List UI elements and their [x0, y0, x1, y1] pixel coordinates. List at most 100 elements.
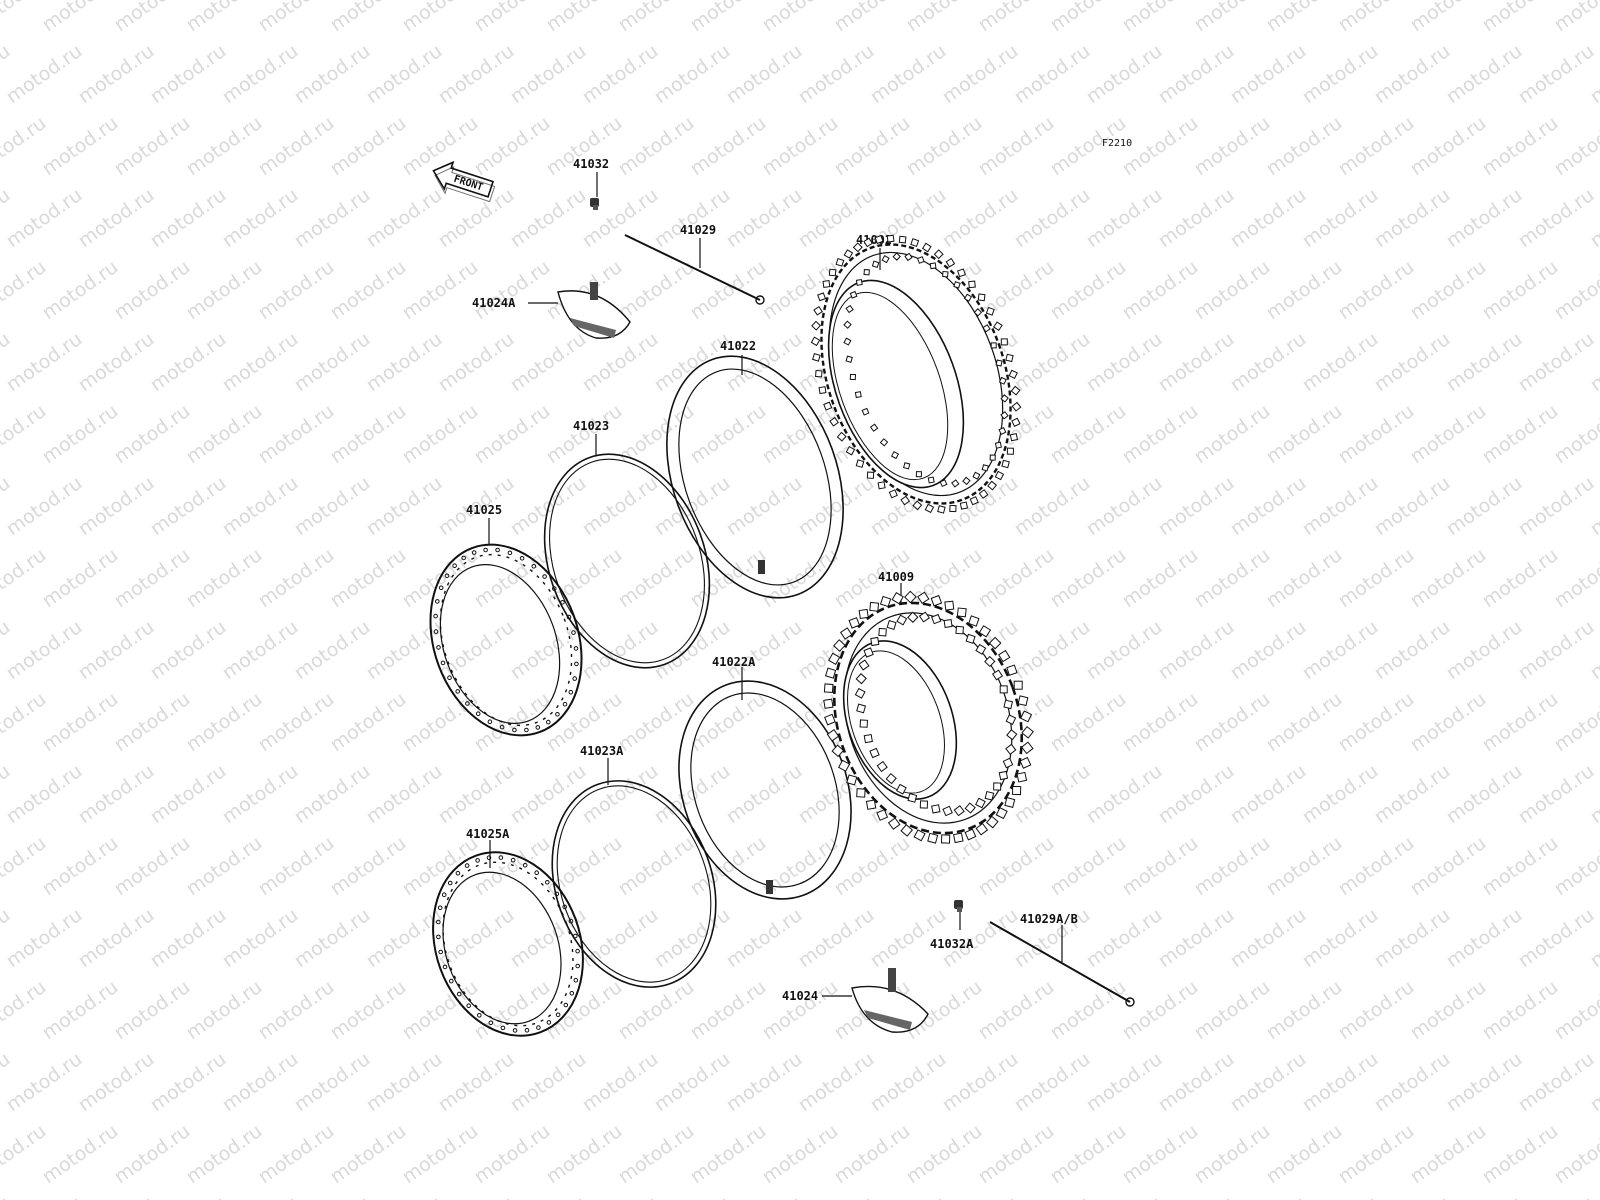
watermark-text: motod.ru: [974, 256, 1058, 324]
watermark-text: motod.ru: [614, 400, 698, 468]
watermark-text: motod.ru: [1082, 1192, 1166, 1200]
callout-41025A: 41025A: [466, 827, 510, 841]
watermark-text: motod.ru: [722, 40, 806, 108]
watermark-text: motod.ru: [1118, 256, 1202, 324]
watermark-text: motod.ru: [758, 112, 842, 180]
watermark-text: motod.ru: [434, 616, 518, 684]
watermark-text: motod.ru: [1118, 976, 1202, 1044]
watermark-text: motod.ru: [182, 256, 266, 324]
watermark-text: motod.ru: [1082, 40, 1166, 108]
watermark-text: motod.ru: [1298, 760, 1382, 828]
watermark-text: motod.ru: [362, 472, 446, 540]
callout-41009: 41009: [878, 570, 914, 584]
watermark-text: motod.ru: [1550, 1120, 1600, 1188]
watermark-text: motod.ru: [254, 256, 338, 324]
watermark-text: motod.ru: [758, 544, 842, 612]
watermark-text: motod.ru: [398, 688, 482, 756]
watermark-text: motod.ru: [1010, 40, 1094, 108]
rim-lock-41024: [822, 968, 929, 1033]
watermark-text: motod.ru: [398, 976, 482, 1044]
watermark-text: motod.ru: [290, 472, 374, 540]
watermark-text: motod.ru: [254, 112, 338, 180]
watermark-text: motod.ru: [38, 688, 122, 756]
watermark-text: motod.ru: [1010, 472, 1094, 540]
callout-41032A: 41032A: [930, 937, 974, 951]
watermark-text: motod.ru: [470, 832, 554, 900]
watermark-text: motod.ru: [362, 328, 446, 396]
callout-41029AB: 41029A/B: [1020, 912, 1078, 926]
watermark-text: motod.ru: [110, 1120, 194, 1188]
watermark-text: motod.ru: [1370, 760, 1454, 828]
watermark-text: motod.ru: [1298, 328, 1382, 396]
watermark-text: motod.ru: [326, 688, 410, 756]
watermark-text: motod.ru: [1478, 688, 1562, 756]
watermark-text: motod.ru: [2, 1048, 86, 1116]
watermark-text: motod.ru: [1262, 976, 1346, 1044]
watermark-text: motod.ru: [146, 616, 230, 684]
watermark-text: motod.ru: [470, 112, 554, 180]
watermark-text: motod.ru: [218, 1192, 302, 1200]
watermark-text: motod.ru: [1226, 184, 1310, 252]
watermark-text: motod.ru: [74, 1048, 158, 1116]
watermark-text: motod.ru: [938, 1048, 1022, 1116]
watermark-text: motod.ru: [182, 400, 266, 468]
watermark-text: motod.ru: [974, 1120, 1058, 1188]
watermark-text: motod.ru: [470, 1120, 554, 1188]
watermark-text: motod.ru: [2, 760, 86, 828]
front-tire-tread-outer: [810, 234, 1022, 514]
watermark-text: motod.ru: [1514, 616, 1598, 684]
watermark-text: motod.ru: [254, 832, 338, 900]
watermark-text: motod.ru: [1154, 40, 1238, 108]
watermark-text: motod.ru: [722, 616, 806, 684]
watermark-text: motod.ru: [1514, 904, 1598, 972]
watermark-text: motod.ru: [1262, 400, 1346, 468]
watermark-text: motod.ru: [1370, 184, 1454, 252]
watermark-text: motod.ru: [254, 976, 338, 1044]
watermark-text: motod.ru: [974, 976, 1058, 1044]
watermark-text: motod.ru: [38, 400, 122, 468]
callout-41025: 41025: [466, 503, 502, 517]
watermark-text: motod.ru: [650, 472, 734, 540]
watermark-text: motod.ru: [74, 472, 158, 540]
watermark-text: motod.ru: [1262, 256, 1346, 324]
rear-tire-tread-inner: [854, 611, 1018, 817]
watermark-text: motod.ru: [1082, 904, 1166, 972]
watermark-text: motod.ru: [506, 1192, 590, 1200]
watermark-text: motod.ru: [146, 760, 230, 828]
watermark-text: motod.ru: [398, 1120, 482, 1188]
watermark-text: motod.ru: [398, 400, 482, 468]
watermark-text: motod.ru: [290, 616, 374, 684]
watermark-text: motod.ru: [1514, 1048, 1598, 1116]
watermark-text: motod.ru: [614, 1120, 698, 1188]
watermark-text: motod.ru: [74, 40, 158, 108]
watermark-text: motod.ru: [974, 832, 1058, 900]
callout-41023A: 41023A: [580, 744, 624, 758]
watermark-text: motod.ru: [434, 184, 518, 252]
watermark-text: motod.ru: [218, 184, 302, 252]
watermark-text: motod.ru: [182, 688, 266, 756]
watermark-text: motod.ru: [1478, 976, 1562, 1044]
watermark-text: motod.ru: [1550, 976, 1600, 1044]
watermark-text: motod.ru: [1190, 976, 1274, 1044]
watermark-text: motod.ru: [1082, 616, 1166, 684]
watermark-text: motod.ru: [1190, 688, 1274, 756]
watermark-text: motod.ru: [1370, 472, 1454, 540]
watermark-text: motod.ru: [938, 40, 1022, 108]
watermark-text: motod.ru: [1226, 328, 1310, 396]
watermark-text: motod.ru: [290, 760, 374, 828]
watermark-text: motod.ru: [1442, 760, 1526, 828]
watermark-text: motod.ru: [218, 40, 302, 108]
watermark-text: motod.ru: [542, 544, 626, 612]
watermark-text: motod.ru: [362, 40, 446, 108]
watermark-text: motod.ru: [1298, 1048, 1382, 1116]
watermark-text: motod.ru: [1082, 1048, 1166, 1116]
spoke-nipple-41032A: [954, 900, 963, 930]
watermark-text: motod.ru: [1550, 400, 1600, 468]
watermark-text: motod.ru: [1154, 1048, 1238, 1116]
watermark-text: motod.ru: [1298, 1192, 1382, 1200]
watermark-text: motod.ru: [146, 328, 230, 396]
watermark-text: motod.ru: [1406, 112, 1490, 180]
watermark-text: motod.ru: [1226, 40, 1310, 108]
watermark-text: motod.ru: [1298, 472, 1382, 540]
watermark-text: motod.ru: [362, 1048, 446, 1116]
